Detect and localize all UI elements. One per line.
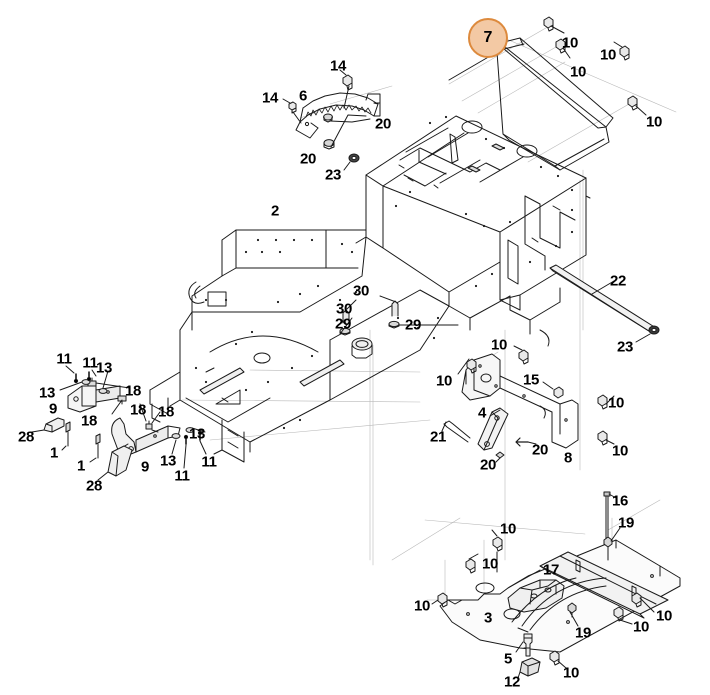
- callout-10[interactable]: 10: [645, 113, 663, 131]
- callout-11[interactable]: 11: [174, 467, 190, 485]
- callout-28[interactable]: 28: [85, 477, 103, 495]
- callout-16[interactable]: 16: [611, 492, 629, 510]
- callout-9[interactable]: 9: [48, 400, 58, 418]
- callout-14[interactable]: 14: [329, 57, 347, 75]
- callout-19[interactable]: 19: [617, 514, 635, 532]
- callout-9[interactable]: 9: [140, 458, 150, 476]
- callout-18[interactable]: 18: [157, 403, 175, 421]
- part-15-cross-brace: [441, 345, 615, 463]
- callout-28[interactable]: 28: [17, 428, 35, 446]
- callout-18[interactable]: 18: [80, 412, 98, 430]
- callout-10[interactable]: 10: [562, 664, 580, 682]
- callout-30[interactable]: 30: [352, 282, 370, 300]
- callout-20[interactable]: 20: [531, 441, 549, 459]
- highlighted-callout-label: 7: [483, 29, 493, 46]
- callout-10[interactable]: 10: [561, 34, 579, 52]
- fasteners-29-30: [339, 295, 459, 359]
- callout-5[interactable]: 5: [503, 650, 513, 668]
- highlighted-callout-7[interactable]: 7: [468, 18, 508, 58]
- callout-14[interactable]: 14: [261, 89, 279, 107]
- callout-10[interactable]: 10: [481, 555, 499, 573]
- callout-10[interactable]: 10: [632, 618, 650, 636]
- callout-1[interactable]: 1: [76, 457, 86, 475]
- callout-10[interactable]: 10: [435, 372, 453, 390]
- part-3-base-plate: [431, 491, 681, 679]
- callout-11[interactable]: 11: [82, 354, 98, 372]
- callout-10[interactable]: 10: [611, 442, 629, 460]
- callout-17[interactable]: 17: [542, 561, 560, 579]
- fasteners-part6: [282, 69, 371, 171]
- callout-20[interactable]: 20: [374, 115, 392, 133]
- callout-1[interactable]: 1: [49, 444, 59, 462]
- callout-18[interactable]: 18: [129, 401, 147, 419]
- part-6-toothed-arc-bracket: [295, 92, 381, 139]
- callout-2[interactable]: 2: [270, 202, 280, 220]
- callout-6[interactable]: 6: [298, 87, 308, 105]
- callout-10[interactable]: 10: [655, 607, 673, 625]
- part-22-tie-rod: [549, 264, 660, 343]
- callout-10[interactable]: 10: [607, 394, 625, 412]
- callout-10[interactable]: 10: [490, 336, 508, 354]
- callout-21[interactable]: 21: [429, 428, 447, 446]
- bolts-part7: [543, 16, 647, 116]
- callout-10[interactable]: 10: [599, 46, 617, 64]
- callout-19[interactable]: 19: [574, 624, 592, 642]
- callout-30[interactable]: 30: [335, 300, 353, 318]
- callout-12[interactable]: 12: [503, 673, 521, 691]
- part-2-main-chassis-frame: [149, 115, 591, 463]
- callout-4[interactable]: 4: [477, 404, 487, 422]
- callout-15[interactable]: 15: [522, 371, 540, 389]
- callout-22[interactable]: 22: [609, 272, 627, 290]
- callout-11[interactable]: 11: [201, 453, 217, 471]
- callout-8[interactable]: 8: [563, 449, 573, 467]
- callout-10[interactable]: 10: [413, 597, 431, 615]
- callout-13[interactable]: 13: [159, 452, 177, 470]
- part-7-rear-panel-shield: [448, 37, 614, 171]
- callout-29[interactable]: 29: [334, 315, 352, 333]
- callout-11[interactable]: 11: [56, 350, 72, 368]
- callout-18[interactable]: 18: [124, 382, 142, 400]
- callout-10[interactable]: 10: [569, 63, 587, 81]
- callout-29[interactable]: 29: [404, 316, 422, 334]
- callout-3[interactable]: 3: [483, 609, 493, 627]
- callout-13[interactable]: 13: [95, 359, 113, 377]
- callout-10[interactable]: 10: [499, 520, 517, 538]
- callout-13[interactable]: 13: [188, 425, 206, 443]
- callout-23[interactable]: 23: [324, 166, 342, 184]
- callout-20[interactable]: 20: [479, 456, 497, 474]
- callout-13[interactable]: 13: [38, 384, 56, 402]
- callout-23[interactable]: 23: [616, 338, 634, 356]
- left-lever-cluster: [31, 365, 207, 481]
- callout-20[interactable]: 20: [299, 150, 317, 168]
